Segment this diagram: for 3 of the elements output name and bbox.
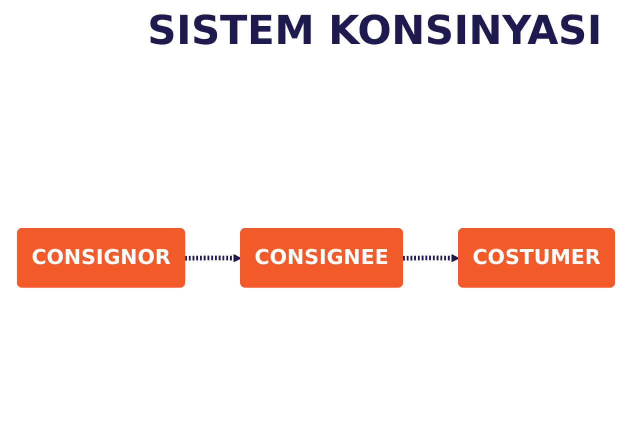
arrow xyxy=(185,254,242,262)
diagram-title: SISTEM KONSINYASI xyxy=(148,8,602,54)
arrow xyxy=(403,254,460,262)
